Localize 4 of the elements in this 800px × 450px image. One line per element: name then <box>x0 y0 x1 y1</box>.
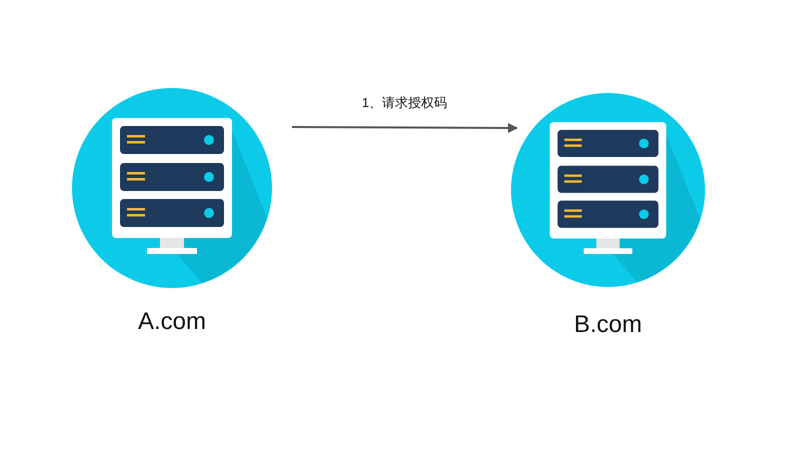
edge-label: 1、请求授权码 <box>360 94 450 112</box>
server-label: A.com <box>136 308 207 336</box>
arrow <box>292 122 518 133</box>
server-label: B.com <box>572 311 643 339</box>
